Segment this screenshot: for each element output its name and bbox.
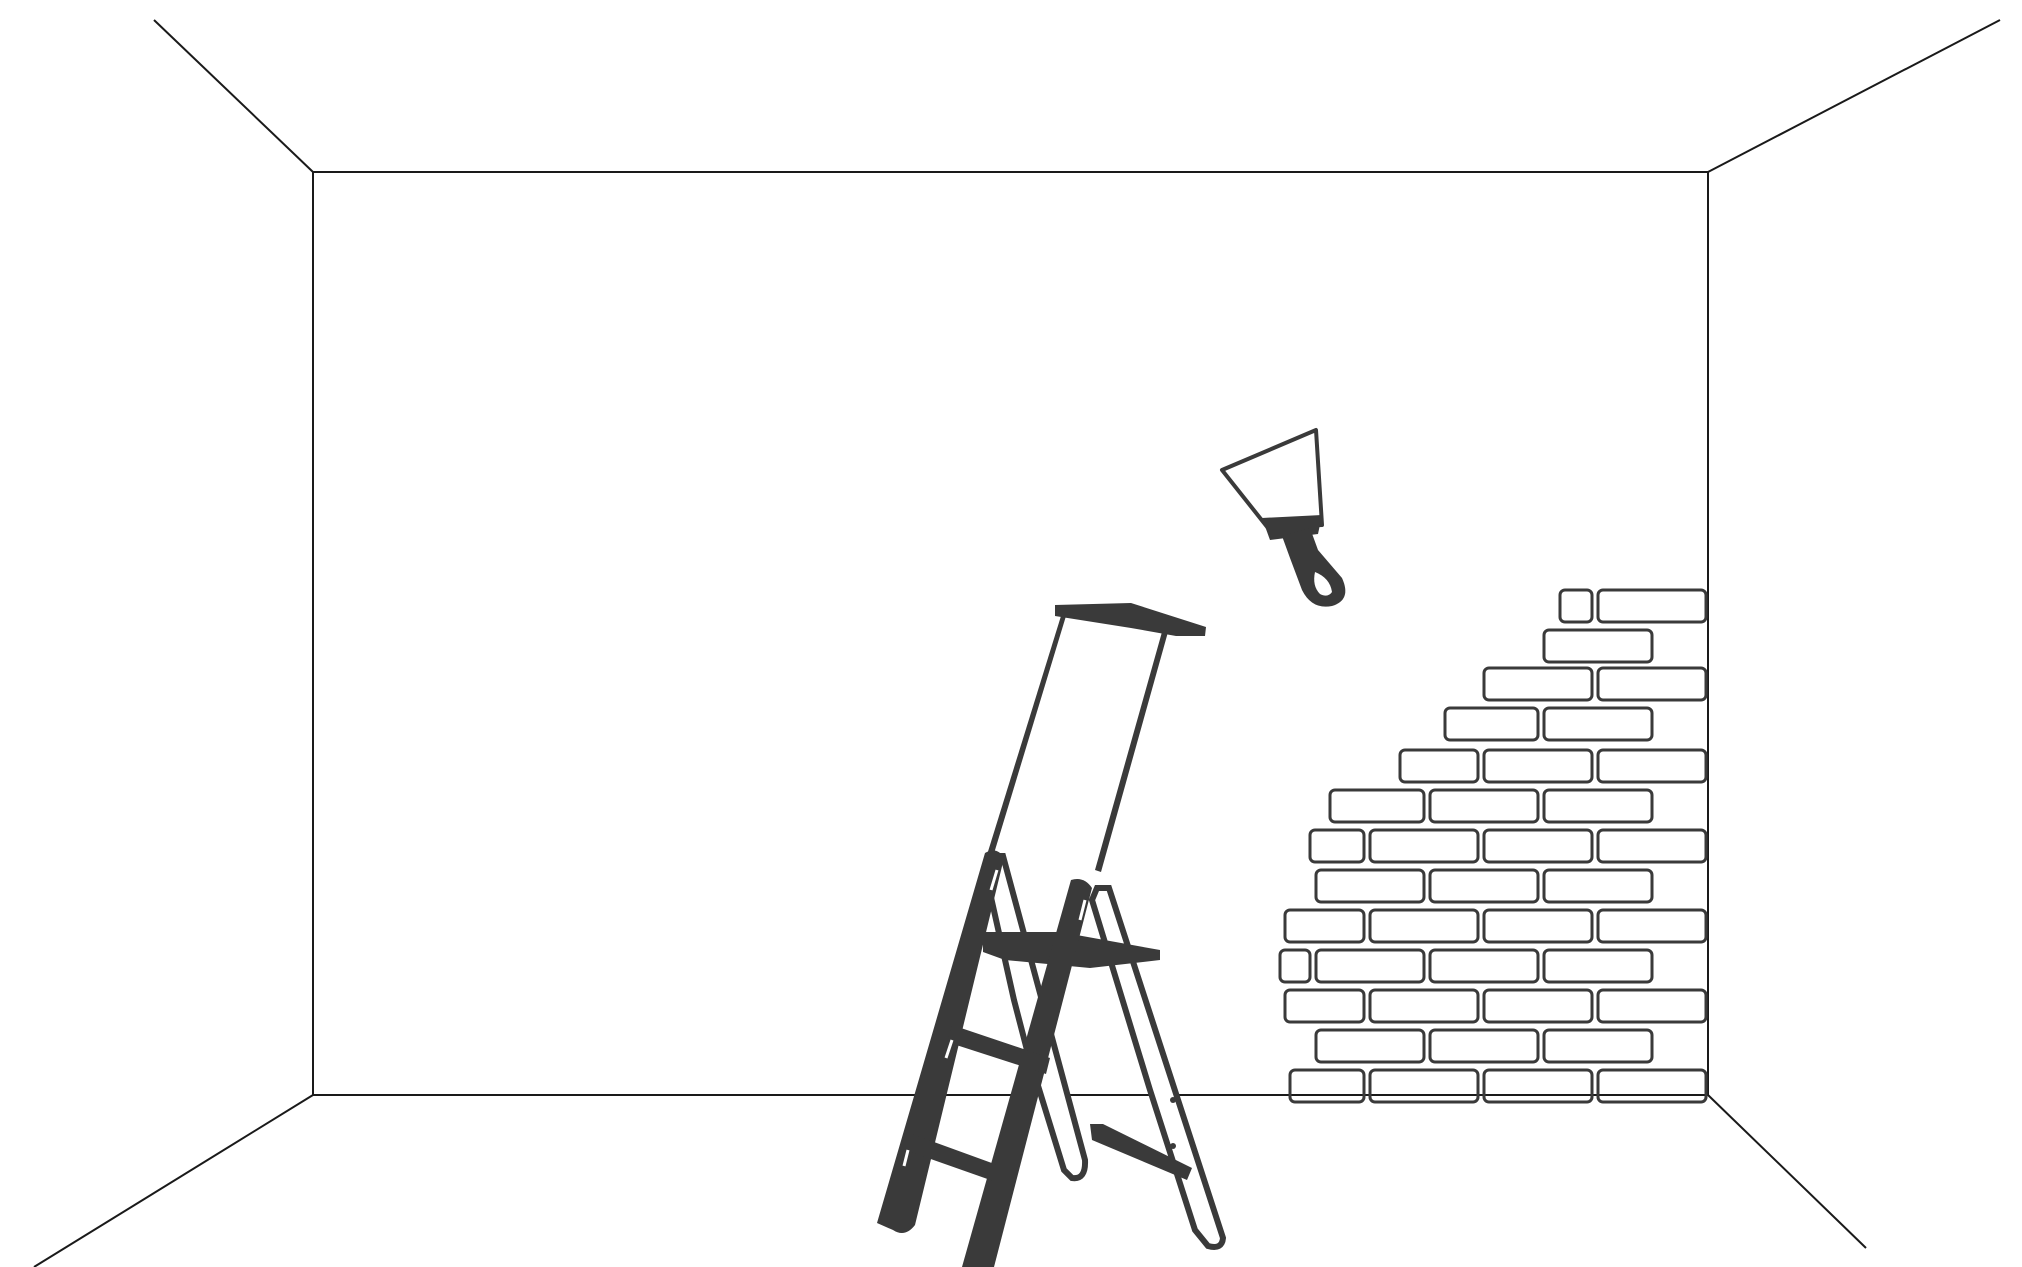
brick xyxy=(1596,666,1708,702)
brick xyxy=(1596,588,1708,624)
brick xyxy=(1398,748,1480,784)
ladder-step xyxy=(947,1025,1050,1074)
brick xyxy=(1443,706,1540,742)
putty-knife-handle xyxy=(1282,528,1346,607)
step-ladder xyxy=(877,603,1227,1267)
brick xyxy=(1428,948,1540,984)
brick xyxy=(1368,988,1480,1024)
putty-knife xyxy=(1220,428,1346,607)
brick xyxy=(1314,1028,1426,1064)
brick xyxy=(1482,748,1594,784)
brick xyxy=(1368,908,1480,944)
brick xyxy=(1542,948,1654,984)
ladder-highlight xyxy=(944,1039,954,1059)
brick xyxy=(1308,828,1366,864)
ladder-rivet xyxy=(1170,1097,1176,1103)
ladder-handle-right xyxy=(1095,632,1168,872)
floor-edge-left xyxy=(33,1094,314,1267)
brick xyxy=(1596,828,1708,864)
ceiling-edge-left xyxy=(153,19,314,173)
ladder-highlight xyxy=(1078,899,1087,921)
brick xyxy=(1314,868,1426,904)
floor-edge-right xyxy=(1707,1094,1867,1249)
ladder-highlight xyxy=(902,1149,910,1167)
ladder-rear-brace xyxy=(1090,1124,1192,1180)
brick xyxy=(1482,988,1594,1024)
brick xyxy=(1368,828,1480,864)
brick xyxy=(1482,1068,1594,1104)
brick xyxy=(1368,1068,1480,1104)
brick xyxy=(1596,988,1708,1024)
brick xyxy=(1278,948,1312,984)
ladder-handle-left xyxy=(986,616,1066,860)
brick xyxy=(1314,948,1426,984)
brick xyxy=(1283,908,1366,944)
ladder-top-rail xyxy=(1055,603,1206,636)
putty-knife-blade xyxy=(1220,428,1324,530)
ladder-rear-leg-right xyxy=(1088,885,1227,1250)
brick xyxy=(1542,628,1654,664)
brick xyxy=(1428,868,1540,904)
brick xyxy=(1283,988,1366,1024)
brick xyxy=(1542,706,1654,742)
ceiling-edge-right xyxy=(1707,19,2001,173)
ladder-front-leg-left xyxy=(877,850,1004,1234)
brick xyxy=(1482,908,1594,944)
brick xyxy=(1428,1028,1540,1064)
brick xyxy=(1288,1068,1366,1104)
brick xyxy=(1542,868,1654,904)
brick xyxy=(1542,788,1654,824)
brick xyxy=(1482,666,1594,702)
brick xyxy=(1596,1068,1708,1104)
ladder-step xyxy=(908,1134,1000,1182)
brick-patch xyxy=(1278,588,1708,1104)
brick xyxy=(1542,1028,1654,1064)
brick xyxy=(1428,788,1540,824)
brick xyxy=(1482,828,1594,864)
brick xyxy=(1596,748,1708,784)
brick xyxy=(1558,588,1594,624)
ladder-highlight xyxy=(989,869,999,891)
brick xyxy=(1328,788,1426,824)
putty-knife-handle-hole xyxy=(1314,572,1332,596)
ladder-rivet xyxy=(1170,1143,1176,1149)
brick xyxy=(1596,908,1708,944)
